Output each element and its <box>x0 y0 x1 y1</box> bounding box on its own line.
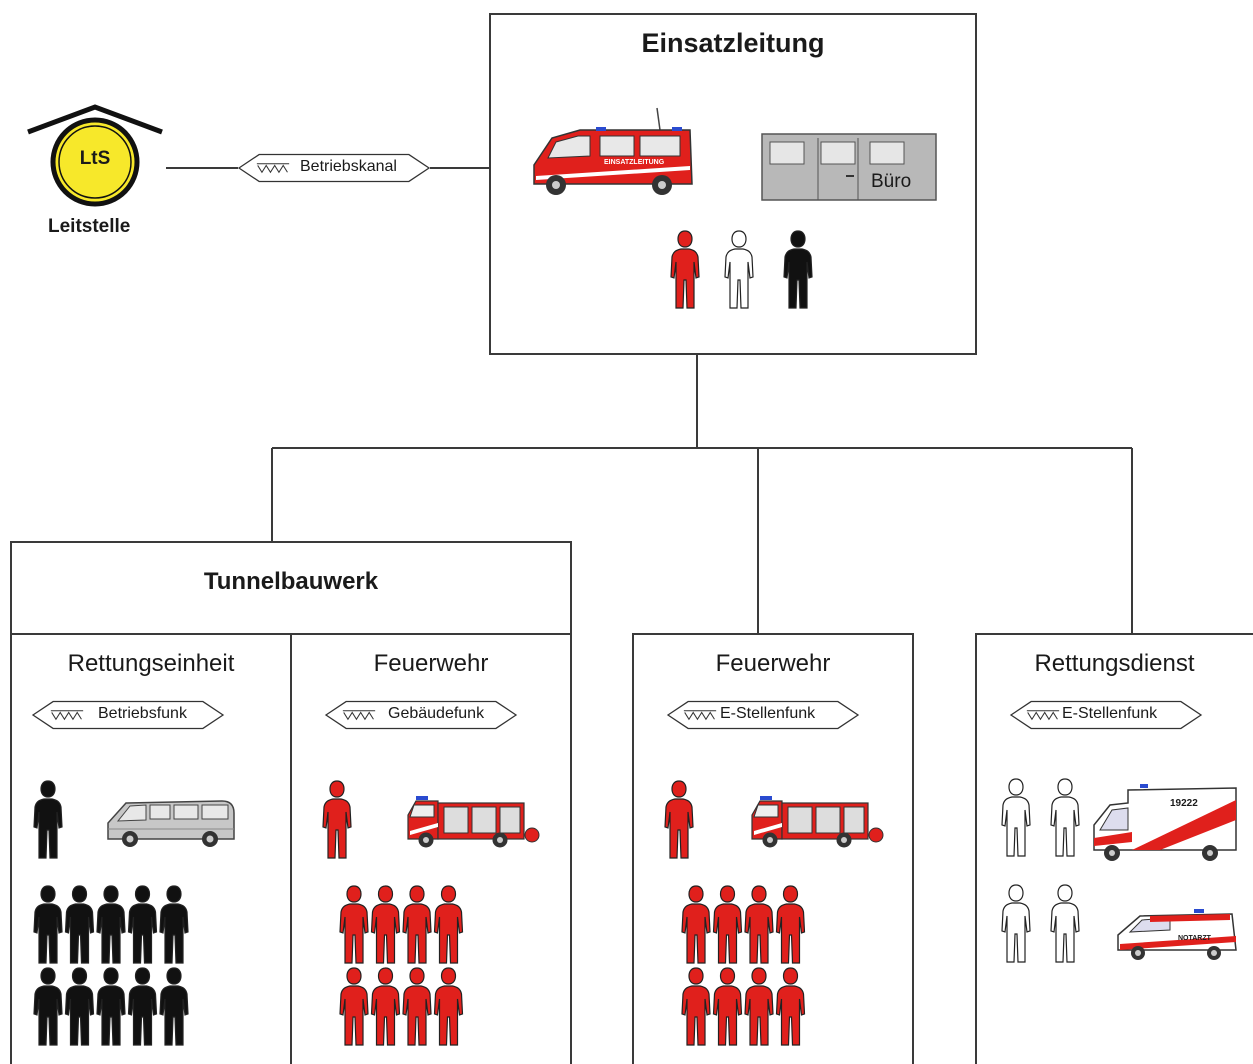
doctor-car-text: NOTARZT <box>1178 935 1211 942</box>
e-stellenfunk-rettungsdienst-label: E-Stellenfunk <box>1062 705 1158 722</box>
betriebsfunk-label: Betriebsfunk <box>98 705 187 722</box>
e-stellenfunk-feuerwehr-label: E-Stellenfunk <box>720 705 816 722</box>
gebaeudefunk-label: Gebäudefunk <box>388 705 485 722</box>
rettungseinheit-title: Rettungseinheit <box>67 650 235 677</box>
leitstelle-logo-text: LtS <box>79 148 111 169</box>
ambulance-number-text: 19222 <box>1170 798 1198 809</box>
einsatzleitung-title: Einsatzleitung <box>641 28 825 58</box>
tunnel-feuerwehr-title: Feuerwehr <box>373 650 489 677</box>
betriebskanal-label: Betriebskanal <box>300 158 397 175</box>
command-vehicle-icon <box>533 107 693 195</box>
doctor-car-icon <box>1117 909 1237 960</box>
command-vehicle-text: EINSATZLEITUNG <box>604 159 665 166</box>
leitstelle-label: Leitstelle <box>48 216 131 237</box>
tunnelbauwerk-header-box <box>10 541 572 635</box>
connector-lines <box>166 167 1133 633</box>
ambulance-icon <box>1093 784 1237 861</box>
office-container-icon <box>761 133 937 201</box>
leitstelle-logo <box>27 104 163 207</box>
office-label: Büro <box>871 171 912 192</box>
feuerwehr-title: Feuerwehr <box>715 650 831 677</box>
rettungsdienst-title: Rettungsdienst <box>1034 650 1195 677</box>
tunnelbauwerk-title: Tunnelbauwerk <box>203 568 379 595</box>
